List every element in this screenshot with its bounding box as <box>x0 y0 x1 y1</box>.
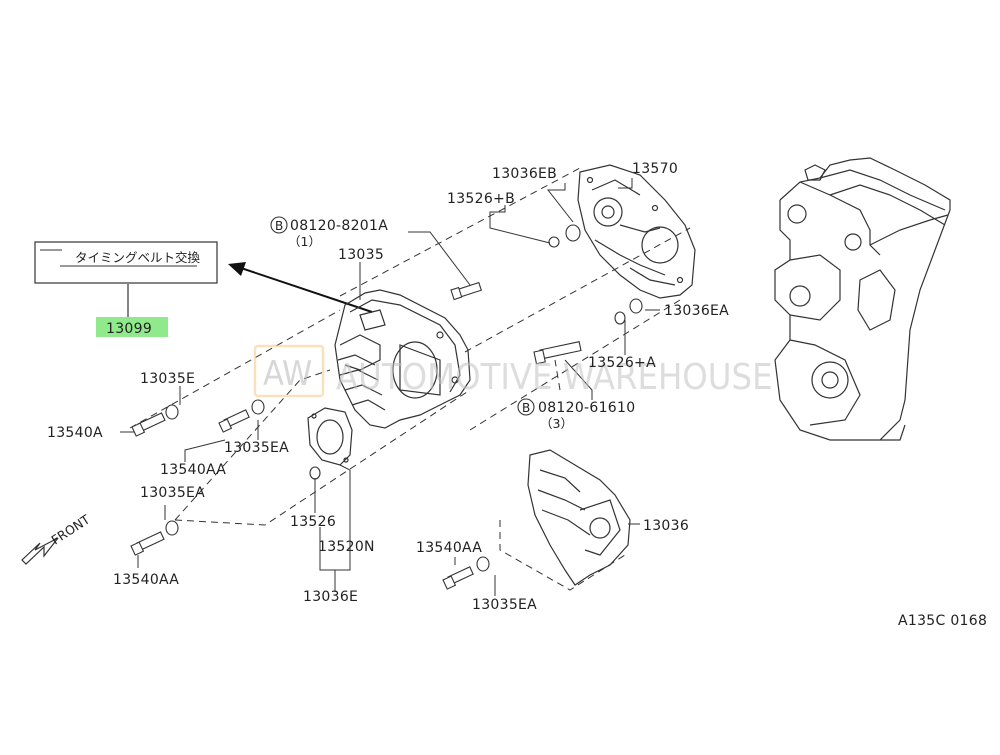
part-label-08120-61610[interactable]: 08120-61610 <box>538 400 635 416</box>
part-label-13035E[interactable]: 13035E <box>140 371 195 387</box>
bolt-08120-61610 <box>533 341 582 365</box>
bolt-marker-1: B <box>275 219 283 233</box>
engine-block-illustration <box>774 157 951 441</box>
part-labels: 13036EB 13570 13526+B 08120-8201A （1） 13… <box>47 161 729 613</box>
sticker-pointer-arrow <box>228 262 373 313</box>
quantity-label-1: （1） <box>288 234 321 249</box>
part-label-13540A[interactable]: 13540A <box>47 425 103 441</box>
watermark-logo-box <box>253 344 325 398</box>
fasteners-illustration <box>130 224 643 590</box>
part-label-13035EA-3[interactable]: 13035EA <box>472 597 537 613</box>
assembly-guide-lines <box>129 167 691 591</box>
part-label-13570[interactable]: 13570 <box>632 161 678 177</box>
leader-lines <box>120 178 660 596</box>
part-label-13540AA-3[interactable]: 13540AA <box>416 540 482 556</box>
part-label-13099[interactable]: 13099 <box>106 321 152 337</box>
part-label-13036E[interactable]: 13036E <box>303 589 358 605</box>
part-label-13526[interactable]: 13526 <box>290 514 336 530</box>
label-sticker-text: タイミングベルト交換 <box>75 250 201 265</box>
lower-cover-13036-illustration <box>527 449 631 586</box>
highlighted-part[interactable]: 13099 <box>96 317 168 337</box>
front-label: FRONT <box>48 511 92 547</box>
part-label-13035EA-1[interactable]: 13035EA <box>224 440 289 456</box>
part-label-13036EA-top[interactable]: 13036EA <box>664 303 729 319</box>
watermark-text: AUTOMOTIVE WAREHOUSE <box>336 357 773 398</box>
label-sticker: タイミングベルト交換 <box>34 241 218 318</box>
watermark-logo: AW <box>263 354 312 394</box>
quantity-label-3: （3） <box>540 416 573 431</box>
grommet-13526-illustration <box>309 466 321 480</box>
seal-13520N-illustration <box>307 407 353 466</box>
bolt-08120-8201A <box>450 281 482 301</box>
diagram-code: A135C 0168 <box>898 613 987 629</box>
bolt-marker-2: B <box>522 401 530 415</box>
part-label-13540AA-2[interactable]: 13540AA <box>113 572 179 588</box>
part-label-13035EA-2[interactable]: 13035EA <box>140 485 205 501</box>
rear-cover-13570-illustration <box>577 164 696 299</box>
part-label-13526-A[interactable]: 13526+A <box>588 355 656 371</box>
watermark: AW AUTOMOTIVE WAREHOUSE <box>253 344 773 398</box>
part-label-13035[interactable]: 13035 <box>338 247 384 263</box>
part-label-13036[interactable]: 13036 <box>643 518 689 534</box>
timing-cover-13035-illustration <box>334 289 471 429</box>
part-label-08120-8201A[interactable]: 08120-8201A <box>290 218 388 234</box>
part-label-13036EB[interactable]: 13036EB <box>492 166 557 182</box>
front-direction-indicator: FRONT <box>21 511 93 565</box>
part-label-13526-B[interactable]: 13526+B <box>447 191 515 207</box>
bolt-marker-icons: B B <box>270 216 535 416</box>
part-label-13520N[interactable]: 13520N <box>318 539 375 555</box>
front-arrow-icon <box>21 537 59 565</box>
part-label-13540AA-1[interactable]: 13540AA <box>160 462 226 478</box>
